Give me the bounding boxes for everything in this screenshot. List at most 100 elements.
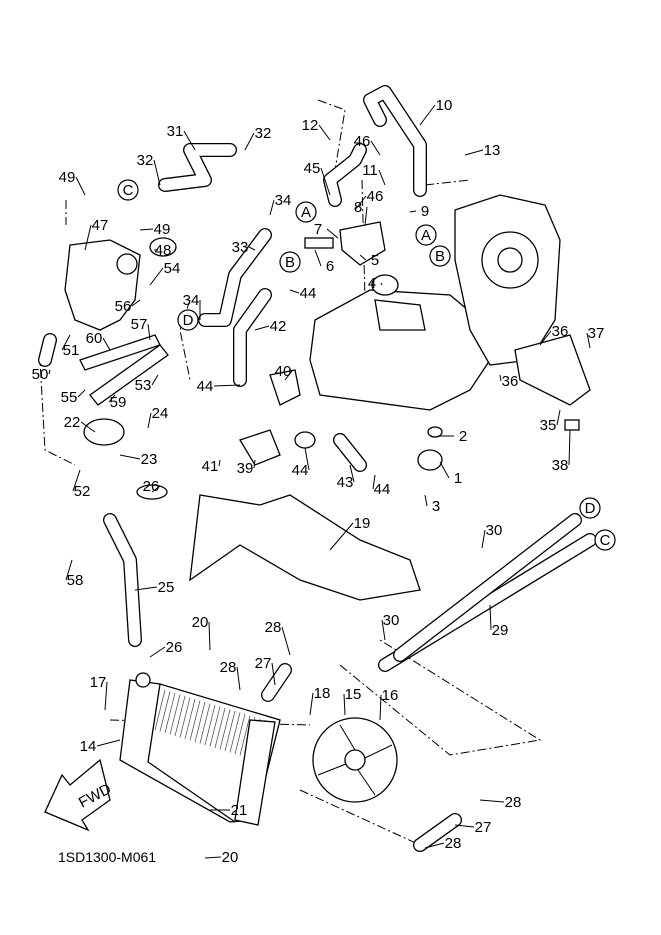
callout-19: 19 <box>354 515 371 532</box>
radiator <box>119 672 281 826</box>
callout-5: 5 <box>371 252 379 269</box>
callout-30: 30 <box>383 612 400 629</box>
callout-37: 37 <box>588 325 605 342</box>
radiator-fin <box>234 713 246 755</box>
leader-line <box>326 228 339 239</box>
leader-line <box>102 337 111 351</box>
radiator-fin <box>179 697 191 738</box>
callout-36: 36 <box>552 323 569 340</box>
leader-line <box>419 104 436 126</box>
radiator-fin <box>239 715 251 756</box>
callout-12: 12 <box>302 117 319 134</box>
leader-line <box>568 429 571 466</box>
callout-44: 44 <box>197 378 214 395</box>
leader-line <box>343 693 346 716</box>
leader-line <box>153 159 161 186</box>
callout-10: 10 <box>436 97 453 114</box>
leader-line <box>318 124 331 141</box>
callout-47: 47 <box>92 217 109 234</box>
connector-marker-circle <box>594 529 616 551</box>
leader-line <box>65 559 73 581</box>
connector-marker-circle <box>415 224 437 246</box>
radiator-fin <box>199 703 211 744</box>
connector-marker-B: B <box>285 254 295 271</box>
leader-line <box>151 374 159 386</box>
connector-marker-A: A <box>421 227 431 244</box>
callout-28: 28 <box>265 619 282 636</box>
connector-marker-circle <box>117 179 139 201</box>
leader-line <box>479 799 505 803</box>
coolant-pipe <box>378 513 597 672</box>
leader-line <box>304 447 310 471</box>
leader-line <box>556 409 561 426</box>
leader-line <box>147 412 152 429</box>
leader-line <box>481 529 486 549</box>
callout-45: 45 <box>304 160 321 177</box>
leader-line <box>380 282 383 286</box>
callout-29: 29 <box>492 622 509 639</box>
callout-32: 32 <box>255 125 272 142</box>
leader-line <box>364 206 368 226</box>
callout-44: 44 <box>374 481 391 498</box>
leader-line <box>48 369 51 375</box>
leader-lines <box>48 104 591 859</box>
callout-28: 28 <box>445 835 462 852</box>
leader-line <box>244 132 255 151</box>
leader-line <box>253 459 256 469</box>
connector-marker-B: B <box>435 248 445 265</box>
radiator-fin <box>209 706 221 747</box>
leader-line <box>489 604 492 631</box>
callout-17: 17 <box>90 674 107 691</box>
leader-line <box>213 384 241 387</box>
leader-line <box>119 454 141 460</box>
callout-34: 34 <box>183 292 200 309</box>
leader-line <box>349 464 355 483</box>
callout-57: 57 <box>131 316 148 333</box>
leader-line <box>439 461 450 479</box>
connector-marker-circle <box>177 309 199 331</box>
callout-40: 40 <box>275 363 292 380</box>
callout-38: 38 <box>552 457 569 474</box>
leader-line <box>84 224 92 251</box>
callout-59: 59 <box>110 394 127 411</box>
leader-line <box>269 199 275 216</box>
callout-30: 30 <box>486 522 503 539</box>
callout-42: 42 <box>270 318 287 335</box>
leader-line <box>236 666 241 691</box>
leader-line <box>454 824 475 828</box>
callout-41: 41 <box>202 458 219 475</box>
leader-line <box>149 267 164 286</box>
callout-15: 15 <box>345 686 362 703</box>
callout-25: 25 <box>158 579 175 596</box>
fwd-arrow: FWD <box>44 758 114 832</box>
leader-line <box>131 299 141 307</box>
radiator-fin <box>184 698 196 740</box>
leader-line <box>370 140 381 156</box>
leader-line <box>281 626 291 656</box>
callout-50: 50 <box>32 366 49 383</box>
leader-line <box>183 130 196 151</box>
leader-line <box>424 494 428 507</box>
callout-22: 22 <box>64 414 81 431</box>
callout-49: 49 <box>59 169 76 186</box>
leader-line <box>329 522 354 551</box>
callout-46: 46 <box>367 188 384 205</box>
thermostat-parts <box>239 221 591 471</box>
leader-line <box>147 323 151 341</box>
callout-14: 14 <box>80 738 97 755</box>
callout-11: 11 <box>362 162 378 179</box>
callout-56: 56 <box>115 298 132 315</box>
hoses <box>38 85 462 852</box>
leader-line <box>204 856 222 859</box>
leader-line <box>248 246 256 251</box>
leader-line <box>314 249 322 267</box>
callout-33: 33 <box>232 239 249 256</box>
callout-44: 44 <box>292 462 309 479</box>
leader-line <box>354 195 367 211</box>
connector-marker-A: A <box>301 204 311 221</box>
callout-49: 49 <box>154 221 171 238</box>
radiator-fin <box>164 692 176 734</box>
